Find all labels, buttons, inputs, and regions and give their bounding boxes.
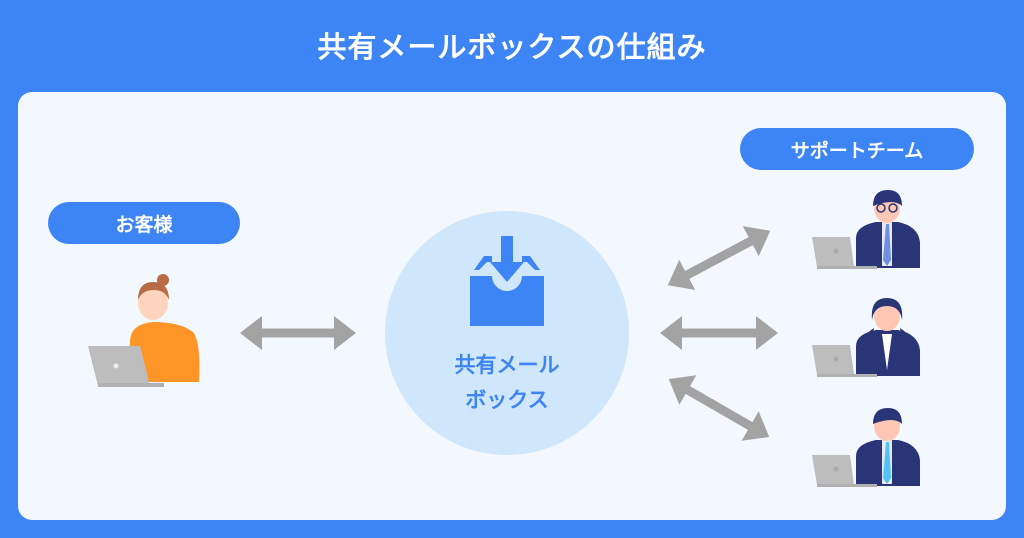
mailbox-label-line2: ボックス — [465, 388, 549, 412]
inbox-download-icon — [470, 236, 544, 326]
customer-label: お客様 — [48, 202, 240, 244]
page-title: 共有メールボックスの仕組み — [317, 30, 707, 64]
support-team-label: サポートチーム — [740, 128, 974, 170]
agent-1-illustration — [812, 190, 920, 269]
mailbox-label-line1: 共有メール — [454, 353, 560, 377]
double-arrow-agent-1 — [667, 226, 771, 290]
double-arrow-customer — [240, 316, 356, 350]
double-arrow-agent-2 — [660, 316, 778, 350]
customer-illustration — [88, 274, 200, 387]
agent-3-illustration — [812, 408, 920, 487]
double-arrow-agent-3 — [668, 375, 770, 441]
agent-2-illustration — [812, 298, 920, 377]
